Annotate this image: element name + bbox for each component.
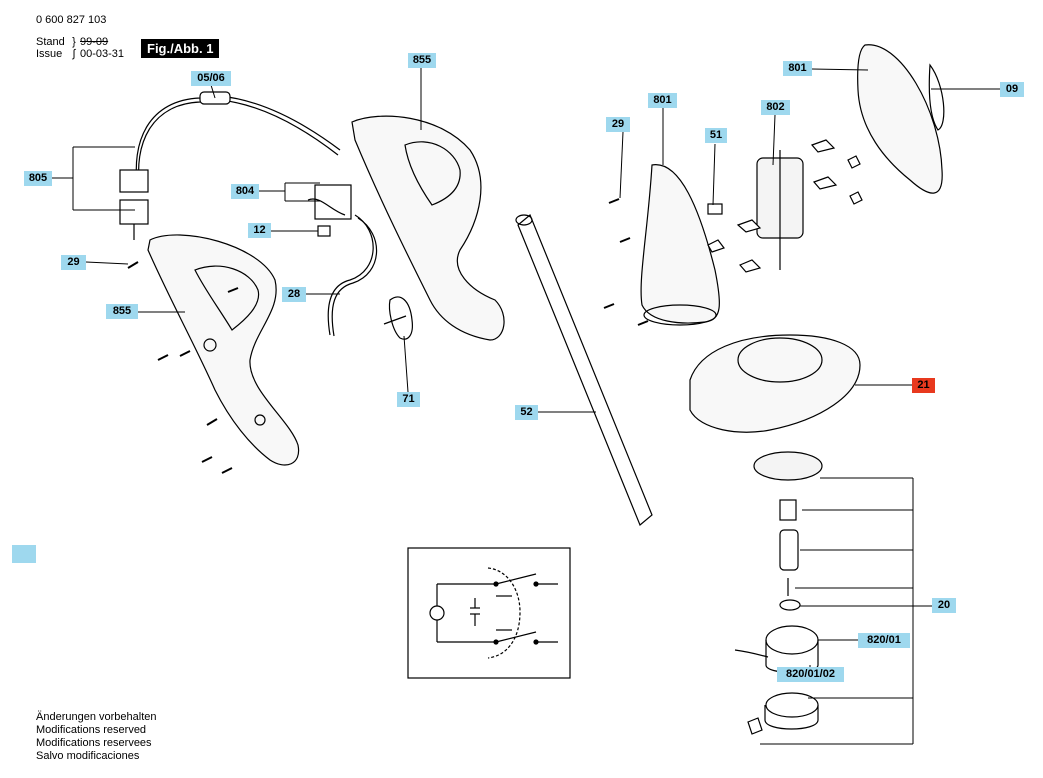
leader-lines (52, 68, 1000, 745)
part-label-21-highlighted: 21 (912, 378, 935, 393)
motor-housing-right (857, 44, 945, 194)
part-label-29-top: 29 (606, 117, 630, 132)
part-label-855-top: 855 (408, 53, 436, 68)
screws-left (127, 261, 239, 474)
guard-part (689, 334, 861, 433)
upper-handle-housing (351, 115, 505, 341)
part-label-52: 52 (515, 405, 538, 420)
part-label-29-left: 29 (61, 255, 86, 270)
spool-assembly (734, 451, 823, 735)
document-number: 0 600 827 103 (36, 14, 107, 26)
part-label-801: 801 (648, 93, 677, 108)
wiring-schematic (407, 547, 571, 679)
part-label-71: 71 (397, 392, 420, 407)
part-label-20: 20 (932, 598, 956, 613)
part-label-801-top: 801 (783, 61, 812, 76)
left-handle-housing (147, 234, 300, 466)
motor-armature (707, 139, 863, 273)
part-label-05-06: 05/06 (191, 71, 231, 86)
part-label-820-01: 820/01 (858, 633, 910, 648)
revision-block: Stand}99-09 Issue∫00-03-31 (36, 36, 125, 60)
disclaimer: Änderungen vorbehalten Modifications res… (36, 711, 156, 763)
disclaimer-en: Modifications reserved (36, 724, 147, 736)
screws-middle (603, 198, 649, 326)
shaft-tube (515, 214, 653, 526)
disclaimer-es: Salvo modificaciones (36, 750, 140, 762)
part-label-12: 12 (248, 223, 271, 238)
stand-old-date: 99-09 (80, 36, 109, 48)
motor-housing-left (640, 164, 720, 326)
part-label-805: 805 (24, 171, 52, 186)
issue-label: Issue (36, 48, 63, 60)
part-label-28: 28 (282, 287, 306, 302)
part-label-820-01-02: 820/01/02 (777, 667, 844, 682)
brush-holder-part (707, 203, 723, 215)
power-cable-part (119, 91, 341, 240)
part-label-855-left: 855 (106, 304, 138, 319)
part-label-09: 09 (1000, 82, 1024, 97)
part-label-802: 802 (761, 100, 790, 115)
disclaimer-fr: Modifications reservees (36, 737, 152, 749)
part-label-804: 804 (231, 184, 259, 199)
page-marker (12, 545, 36, 563)
switch-part (307, 184, 378, 337)
disclaimer-de: Änderungen vorbehalten (36, 711, 157, 723)
figure-badge: Fig./Abb. 1 (141, 39, 220, 58)
issue-date: 00-03-31 (80, 48, 125, 60)
trigger-part (383, 296, 413, 340)
part-label-51: 51 (705, 128, 727, 143)
stand-label: Stand (36, 36, 65, 48)
